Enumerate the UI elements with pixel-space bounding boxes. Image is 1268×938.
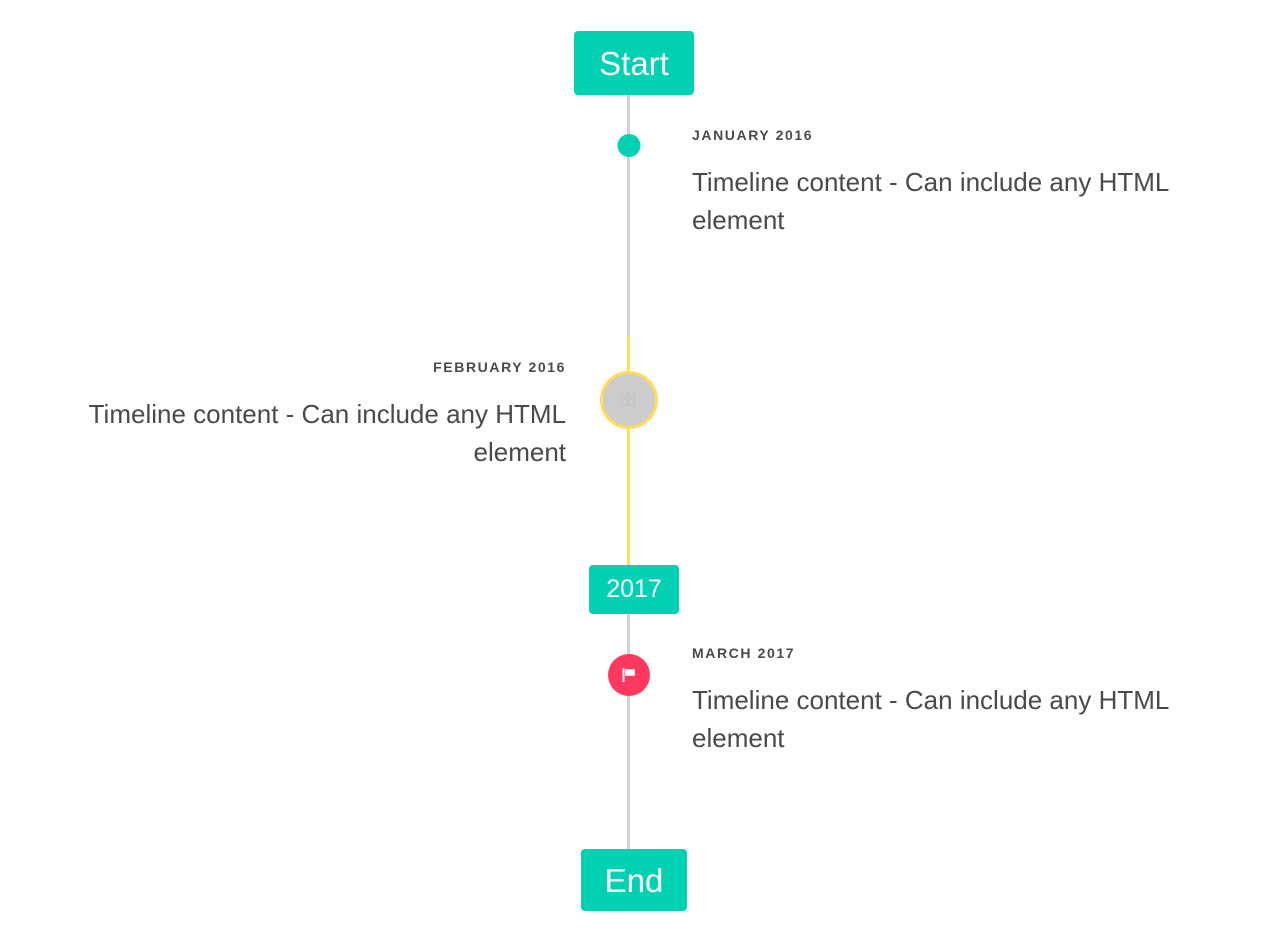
timeline-item-body: Timeline content - Can include any HTML …: [692, 167, 1169, 235]
timeline-item-heading: JANUARY 2016: [692, 127, 814, 143]
timeline-marker-march[interactable]: [607, 654, 650, 696]
timeline-item-content: JANUARY 2016 Timeline content - Can incl…: [692, 128, 1232, 239]
timeline-marker-february[interactable]: □□□□: [599, 371, 658, 429]
timeline-item-content: MARCH 2017 Timeline content - Can includ…: [692, 646, 1232, 757]
timeline-end-badge-label: End: [604, 861, 664, 899]
timeline-start-badge[interactable]: Start: [574, 31, 694, 95]
timeline-item-content: FEBRUARY 2016 Timeline content - Can inc…: [36, 360, 566, 471]
timeline-line-segment-default: [627, 613, 630, 855]
timeline-item-body: Timeline content - Can include any HTML …: [88, 399, 566, 467]
timeline-line-segment-highlight: [627, 420, 630, 566]
timeline-line-segment-highlight: [627, 336, 630, 380]
timeline-line-segment-default: [627, 94, 630, 336]
timeline-year-badge[interactable]: 2017: [589, 565, 679, 614]
timeline-marker-january[interactable]: [617, 134, 640, 157]
timeline-start-badge-label: Start: [599, 44, 669, 82]
flag-icon: [622, 668, 635, 682]
missing-glyph-icon: □□□□: [620, 392, 637, 408]
timeline-year-badge-label: 2017: [606, 575, 662, 603]
timeline-item-body: Timeline content - Can include any HTML …: [692, 685, 1169, 753]
timeline-item-heading: MARCH 2017: [692, 645, 796, 661]
timeline-item-heading: FEBRUARY 2016: [433, 359, 566, 375]
timeline-end-badge[interactable]: End: [581, 849, 687, 911]
